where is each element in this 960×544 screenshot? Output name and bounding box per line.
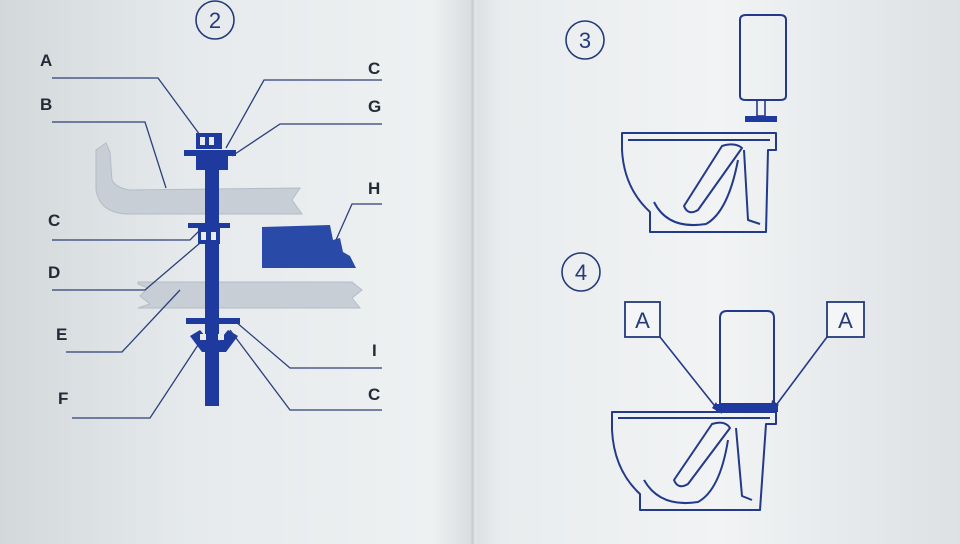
step-2-labels: A B C D E F C G H I C <box>40 51 381 408</box>
lower-slab <box>137 281 363 309</box>
step-2-marker: 2 <box>195 0 235 40</box>
step-3-number: 3 <box>579 28 591 53</box>
h-fitting-block <box>262 225 356 268</box>
step-3-toilet-bowl <box>621 132 777 233</box>
upper-slab <box>95 142 303 215</box>
label-a: A <box>40 51 52 70</box>
label-c-left: C <box>48 211 60 230</box>
step-4-cistern <box>716 310 778 412</box>
label-c-top: C <box>368 59 380 78</box>
label-g: G <box>368 97 381 116</box>
callout-right-label: A <box>838 308 853 333</box>
label-c-bottom: C <box>368 385 380 404</box>
step-2-leaders <box>52 77 382 419</box>
label-f: F <box>58 389 68 408</box>
bolt-assembly <box>184 133 240 406</box>
step-4-callout-right: A <box>770 301 865 412</box>
label-i: I <box>372 341 377 360</box>
label-e: E <box>56 325 67 344</box>
label-b: B <box>40 95 52 114</box>
step-4-marker: 4 <box>561 252 601 292</box>
step-2-number: 2 <box>209 8 221 33</box>
step-3-cistern <box>739 14 787 122</box>
step-4-callout-left: A <box>624 301 722 414</box>
step-3-marker: 3 <box>565 20 605 60</box>
step-4-toilet-bowl <box>611 411 777 511</box>
label-h: H <box>368 179 380 198</box>
step-4-number: 4 <box>575 260 587 285</box>
callout-left-label: A <box>635 308 650 333</box>
paper-fold <box>470 0 478 544</box>
label-d: D <box>48 263 60 282</box>
